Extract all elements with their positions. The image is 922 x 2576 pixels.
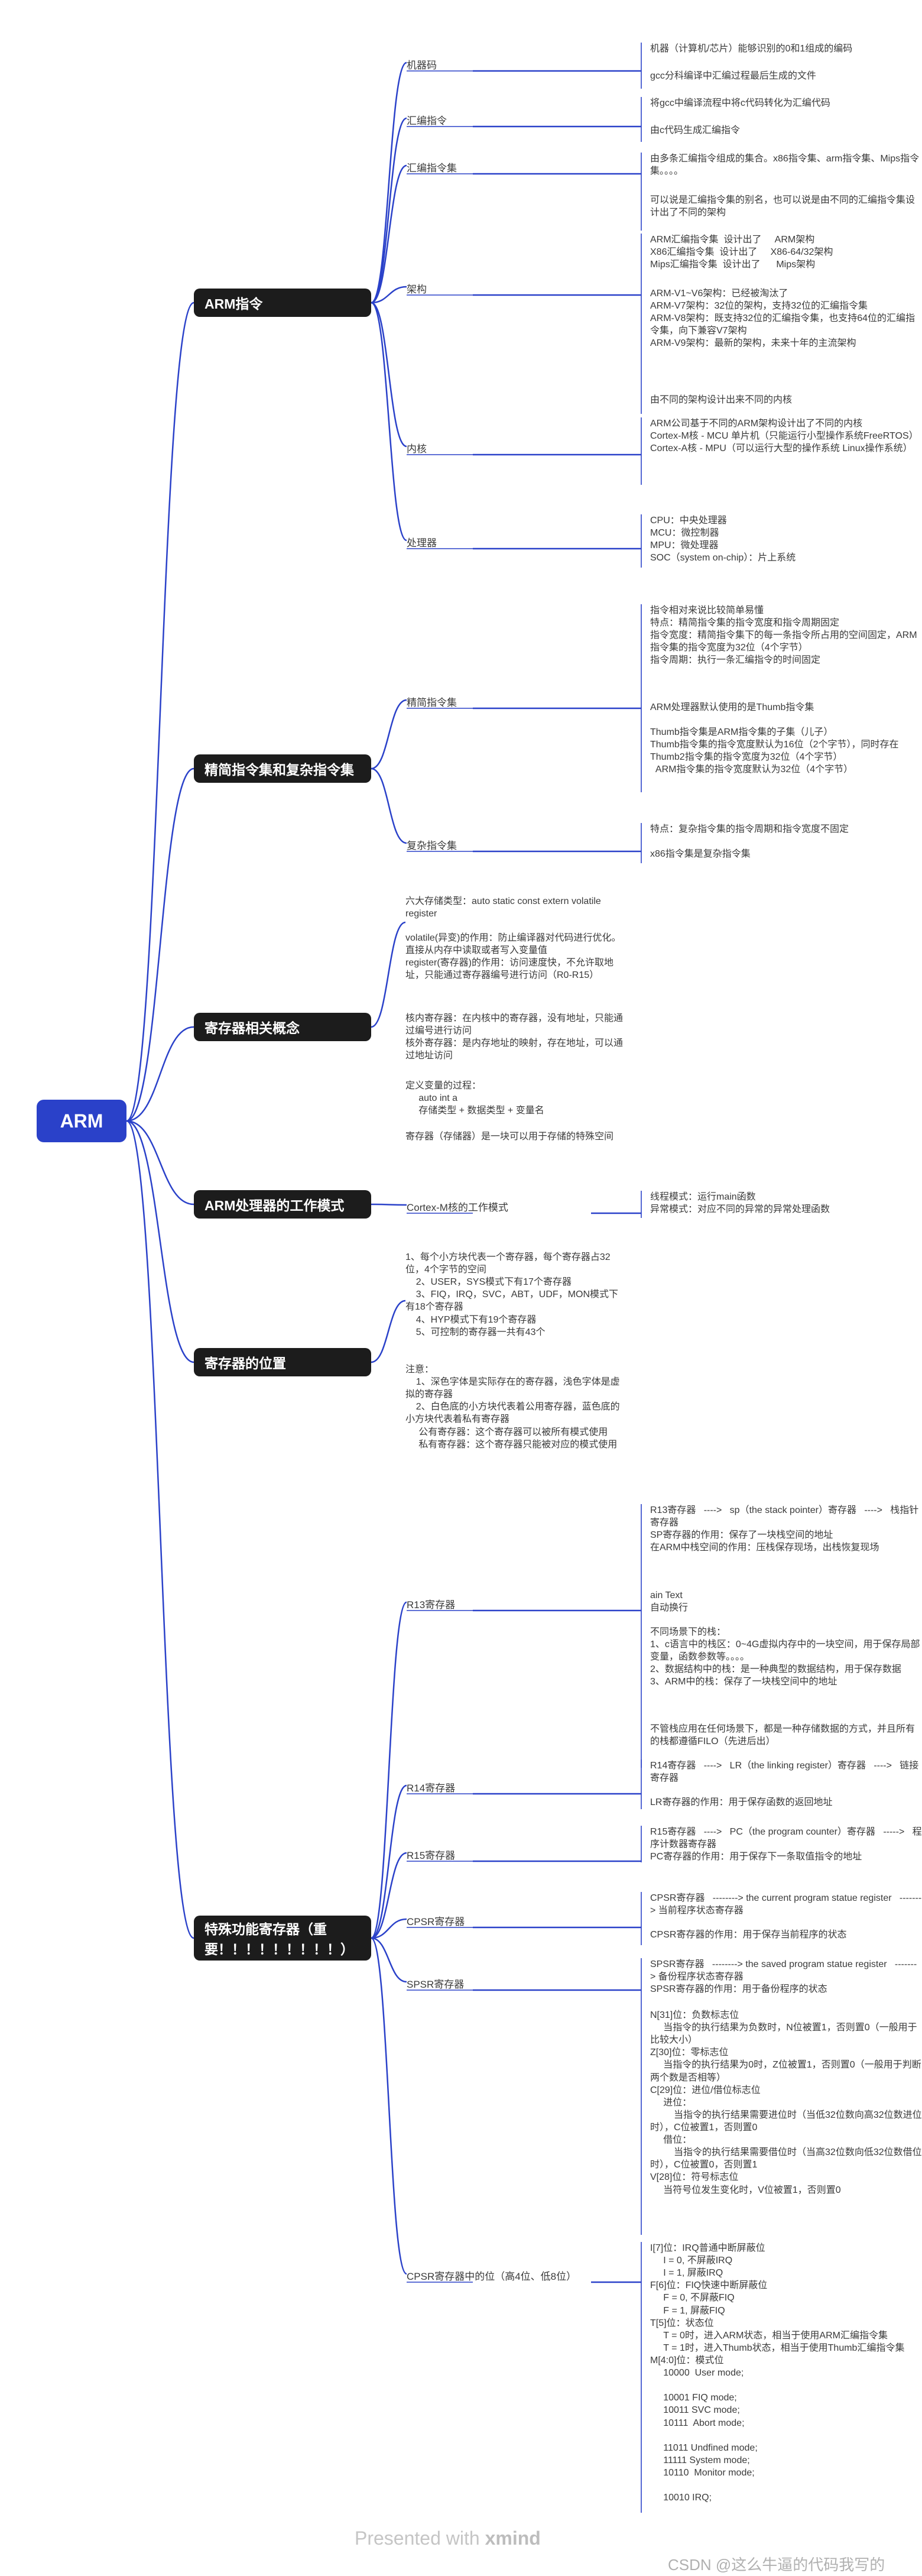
note: ARM-V1~V6架构：已经被淘汰了 ARM-V7架构：32位的架构，支持32位… (650, 289, 915, 349)
note: 不同场景下的栈： 1、c语言中的栈区：0~4G虚拟内存中的一块空间，用于保存局部… (650, 1627, 920, 1687)
branch-work-modes[interactable]: ARM处理器的工作模式 (194, 1190, 371, 1219)
branch-risc-cisc[interactable]: 精简指令集和复杂指令集 (194, 754, 371, 783)
root-link (126, 1120, 194, 1206)
note: gcc分科编译中汇编过程最后生成的文件 (650, 71, 816, 81)
note: 核内寄存器：在内核中的寄存器，没有地址，只能通过编号进行访问 核外寄存器：是内存… (405, 1013, 624, 1061)
sub-asm-instruction[interactable]: 汇编指令 (407, 115, 447, 127)
note: ARM公司基于不同的ARM架构设计出了不同的内核 Cortex-M核 - MCU… (650, 419, 918, 454)
sub-r13[interactable]: R13寄存器 (407, 1599, 456, 1611)
note: ain Text 自动换行 (650, 1590, 689, 1613)
note: 指令相对来说比较简单易懂 特点：精简指令集的指令宽度和指令周期固定 指令宽度：精… (650, 605, 917, 666)
note: x86指令集是复杂指令集 (650, 849, 751, 859)
note: 注意： 1、深色字体是实际存在的寄存器，浅色字体是虚拟的寄存器 2、白色底的小方… (405, 1365, 620, 1450)
note: 特点：复杂指令集的指令周期和指令宽度不固定 (650, 824, 849, 834)
branch-register-location[interactable]: 寄存器的位置 (194, 1348, 371, 1376)
note: ARM处理器默认使用的是Thumb指令集 (650, 702, 814, 712)
branch-link (371, 286, 407, 304)
note: 将gcc中编译流程中将c代码转化为汇编代码 (650, 98, 830, 108)
branch-link (371, 1937, 407, 2275)
branch-link (371, 302, 407, 542)
root-link (126, 302, 194, 1122)
branch-link (371, 699, 407, 770)
note: 线程模式：运行main函数 异常模式：对应不同的异常的异常处理函数 (650, 1192, 830, 1215)
note: 可以说是汇编指令集的别名，也可以说是由不同的汇编指令集设计出了不同的架构 (650, 195, 915, 218)
note: 由c代码生成汇编指令 (650, 125, 741, 135)
sub-r14[interactable]: R14寄存器 (407, 1783, 456, 1794)
note: CPU：中央处理器 MCU：微控制器 MPU：微处理器 SOC（system o… (650, 516, 796, 563)
root-link (126, 1120, 194, 1939)
branch-link (371, 1601, 407, 1939)
root-link (126, 767, 194, 1122)
note: 由不同的架构设计出来不同的内核 (650, 395, 793, 405)
branch-link (371, 1203, 407, 1206)
root-link (126, 1026, 194, 1122)
note: ARM汇编指令集 设计出了 ARM架构 X86汇编指令集 设计出了 X86-64… (650, 235, 833, 270)
csdn-watermark: CSDN @这么牛逼的代码我写的 (668, 2556, 885, 2574)
branch-arm-instructions[interactable]: ARM指令 (194, 289, 371, 317)
sub-r15[interactable]: R15寄存器 (407, 1850, 456, 1861)
note: R13寄存器 ----> sp（the stack pointer）寄存器 --… (650, 1505, 919, 1553)
note: N[31]位：负数标志位 当指令的执行结果为负数时，N位被置1，否则置0（一般用… (650, 2010, 922, 2195)
branch-link (371, 1852, 407, 1939)
note: R15寄存器 ----> PC（the program counter）寄存器 … (650, 1827, 922, 1862)
root-node[interactable]: ARM (37, 1100, 126, 1142)
sub-asm-instruction-set[interactable]: 汇编指令集 (407, 163, 457, 174)
sub-cisc[interactable]: 复杂指令集 (407, 840, 457, 851)
branch-link (371, 117, 407, 304)
branch-link (371, 164, 407, 304)
note: 六大存储类型：auto static const extern volatile… (405, 896, 604, 919)
sub-spsr[interactable]: SPSR寄存器 (407, 1979, 465, 1990)
branch-link (371, 302, 407, 448)
sub-cpsr[interactable]: CPSR寄存器 (407, 1916, 465, 1927)
branch-link (371, 61, 407, 304)
sub-cpsr-bits[interactable]: CPSR寄存器中的位（高4位、低8位） (407, 2271, 577, 2282)
note: CPSR寄存器的作用：用于保存当前程序的状态 (650, 1930, 847, 1940)
note: CPSR寄存器 --------> the current program st… (650, 1893, 922, 1916)
branch-register-concepts[interactable]: 寄存器相关概念 (194, 1013, 371, 1041)
note: R14寄存器 ----> LR（the linking register）寄存器… (650, 1761, 919, 1784)
sub-processor[interactable]: 处理器 (407, 537, 437, 549)
sub-machine-code[interactable]: 机器码 (407, 60, 437, 71)
note: volatile(异变)的作用：防止编译器对代码进行优化。直接从内存中读取或者写… (405, 933, 621, 981)
sub-core[interactable]: 内核 (407, 443, 427, 455)
branch-link (371, 921, 406, 1028)
branch-link (371, 1784, 407, 1939)
note: Thumb指令集是ARM指令集的子集（儿子） Thumb指令集的指令宽度默认为1… (650, 727, 899, 775)
note: SPSR寄存器 --------> the saved program stat… (650, 1959, 917, 1995)
note: 由多条汇编指令组成的集合。x86指令集、arm指令集、Mips指令集。。。。 (650, 154, 920, 177)
sub-risc[interactable]: 精简指令集 (407, 697, 457, 708)
branch-link (371, 767, 407, 844)
note: LR寄存器的作用：用于保存函数的返回地址 (650, 1797, 833, 1807)
note: 机器（计算机/芯片）能够识别的0和1组成的编码 (650, 44, 853, 54)
note: I[7]位：IRQ普通中断屏蔽位 I = 0, 不屏蔽IRQ I = 1, 屏蔽… (650, 2243, 905, 2503)
sub-architecture[interactable]: 架构 (407, 284, 427, 295)
note: 1、每个小方块代表一个寄存器，每个寄存器占32位，4个字节的空间 2、USER，… (405, 1252, 619, 1337)
branch-link (371, 1937, 407, 1983)
note: 定义变量的过程： auto int a 存储类型 + 数据类型 + 变量名 (405, 1081, 544, 1116)
root-link (126, 1120, 194, 1363)
xmind-watermark: Presented with xmind (355, 2528, 541, 2549)
sub-cortex-m-modes[interactable]: Cortex-M核的工作模式 (407, 1202, 508, 1213)
note: 寄存器（存储器）是一块可以用于存储的特殊空间 (405, 1132, 614, 1142)
note: 不管栈应用在任何场景下，都是一种存储数据的方式，并且所有的栈都遵循FILO（先进… (650, 1724, 915, 1747)
branch-link (371, 1300, 406, 1363)
branch-link (371, 1918, 407, 1939)
branch-special-registers[interactable]: 特殊功能寄存器（重要！！！！！！！！！） (194, 1916, 371, 1961)
